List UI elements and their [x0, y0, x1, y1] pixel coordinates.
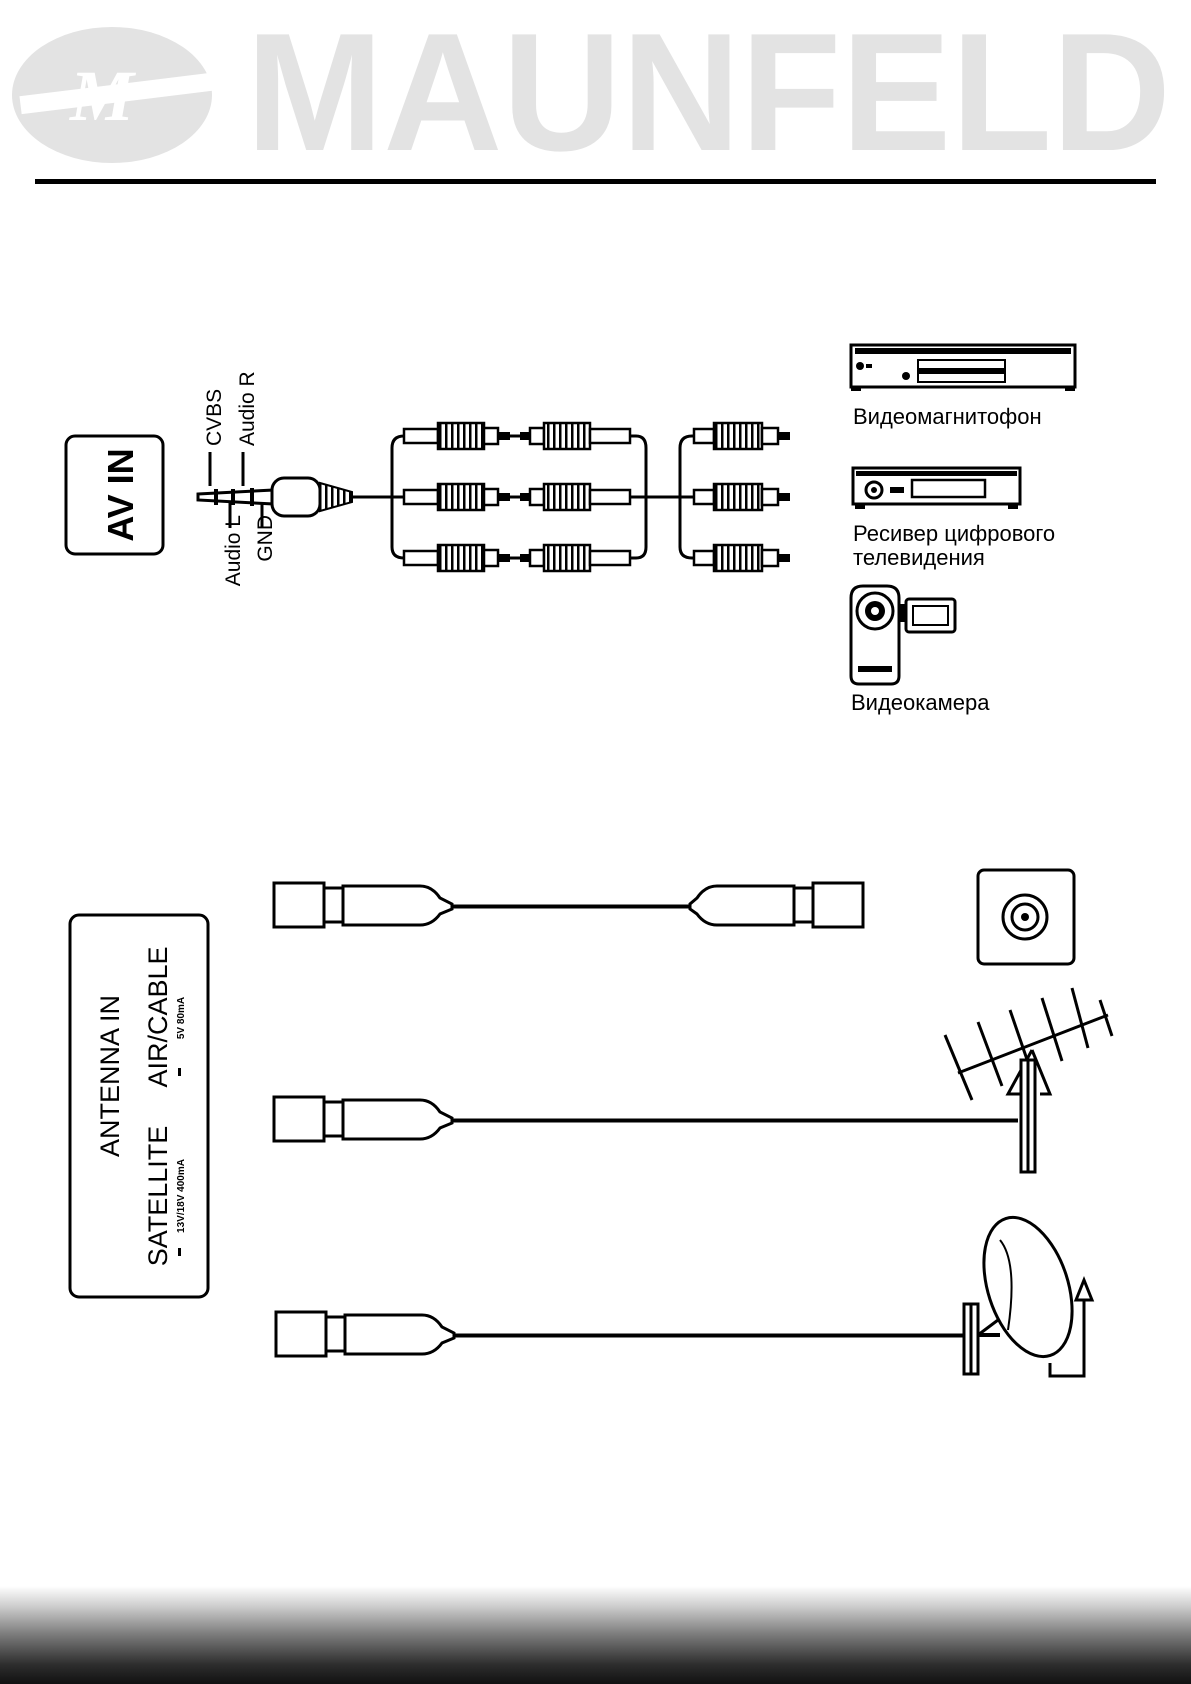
rca-plug-left-top: [402, 421, 510, 451]
wall-outlet-icon: [976, 868, 1076, 966]
device-label-stb-line2: телевидения: [853, 545, 985, 570]
antenna-in-panel: ANTENNA IN AIR/CABLE 5V 80mA SATELLITE 1…: [68, 913, 210, 1299]
satellite-label: SATELLITE: [143, 1126, 173, 1267]
jack-plug-icon: [196, 476, 353, 518]
rca-plug-right-middle: [692, 482, 790, 512]
air-cable-spec: 5V 80mA: [176, 997, 187, 1039]
vcr-icon: [849, 343, 1077, 391]
satellite-spec: 13V/18V 400mA: [176, 1159, 187, 1233]
device-label-stb-line1: Ресивер цифрового: [853, 521, 1055, 546]
rca-plug-left-bottom: [402, 543, 510, 573]
rca-plug-middle-top: [520, 421, 632, 451]
av-in-label: AV IN: [100, 448, 141, 541]
device-label-camcorder: Видеокамера: [851, 690, 990, 715]
coax-cable-1: [272, 881, 865, 929]
rca-plug-middle-middle: [520, 482, 632, 512]
pin-label-cvbs: CVBS: [203, 389, 226, 446]
rca-plug-right-top: [692, 421, 790, 451]
brand-name: MAUNFELD: [246, 0, 1171, 186]
coax-cable-2: [272, 1095, 1018, 1143]
pin-label-gnd: GND: [254, 515, 277, 562]
brand-logo: M MAUNFELD: [12, 0, 1171, 186]
camcorder-icon: [849, 584, 957, 686]
satellite-dish-icon: [962, 1215, 1095, 1378]
device-label-vcr: Видеомагнитофон: [853, 404, 1042, 429]
set-top-box-icon: [851, 466, 1022, 509]
svg-text:M: M: [69, 56, 137, 136]
coax-cable-3: [274, 1310, 968, 1358]
header-divider: [35, 179, 1156, 184]
antenna-panel-title: ANTENNA IN: [95, 995, 125, 1157]
rca-plug-right-bottom: [692, 543, 790, 573]
av-in-panel: AV IN: [64, 434, 165, 556]
footer-gradient-bar: [0, 1586, 1191, 1684]
tv-antenna-icon: [943, 987, 1114, 1174]
pin-leaders: [208, 452, 264, 528]
rca-plug-middle-bottom: [520, 543, 632, 573]
pin-label-audio-r: Audio R: [236, 371, 259, 446]
rca-plug-left-middle: [402, 482, 510, 512]
air-cable-label: AIR/CABLE: [143, 946, 173, 1087]
pin-label-audio-l: Audio L: [222, 515, 245, 586]
